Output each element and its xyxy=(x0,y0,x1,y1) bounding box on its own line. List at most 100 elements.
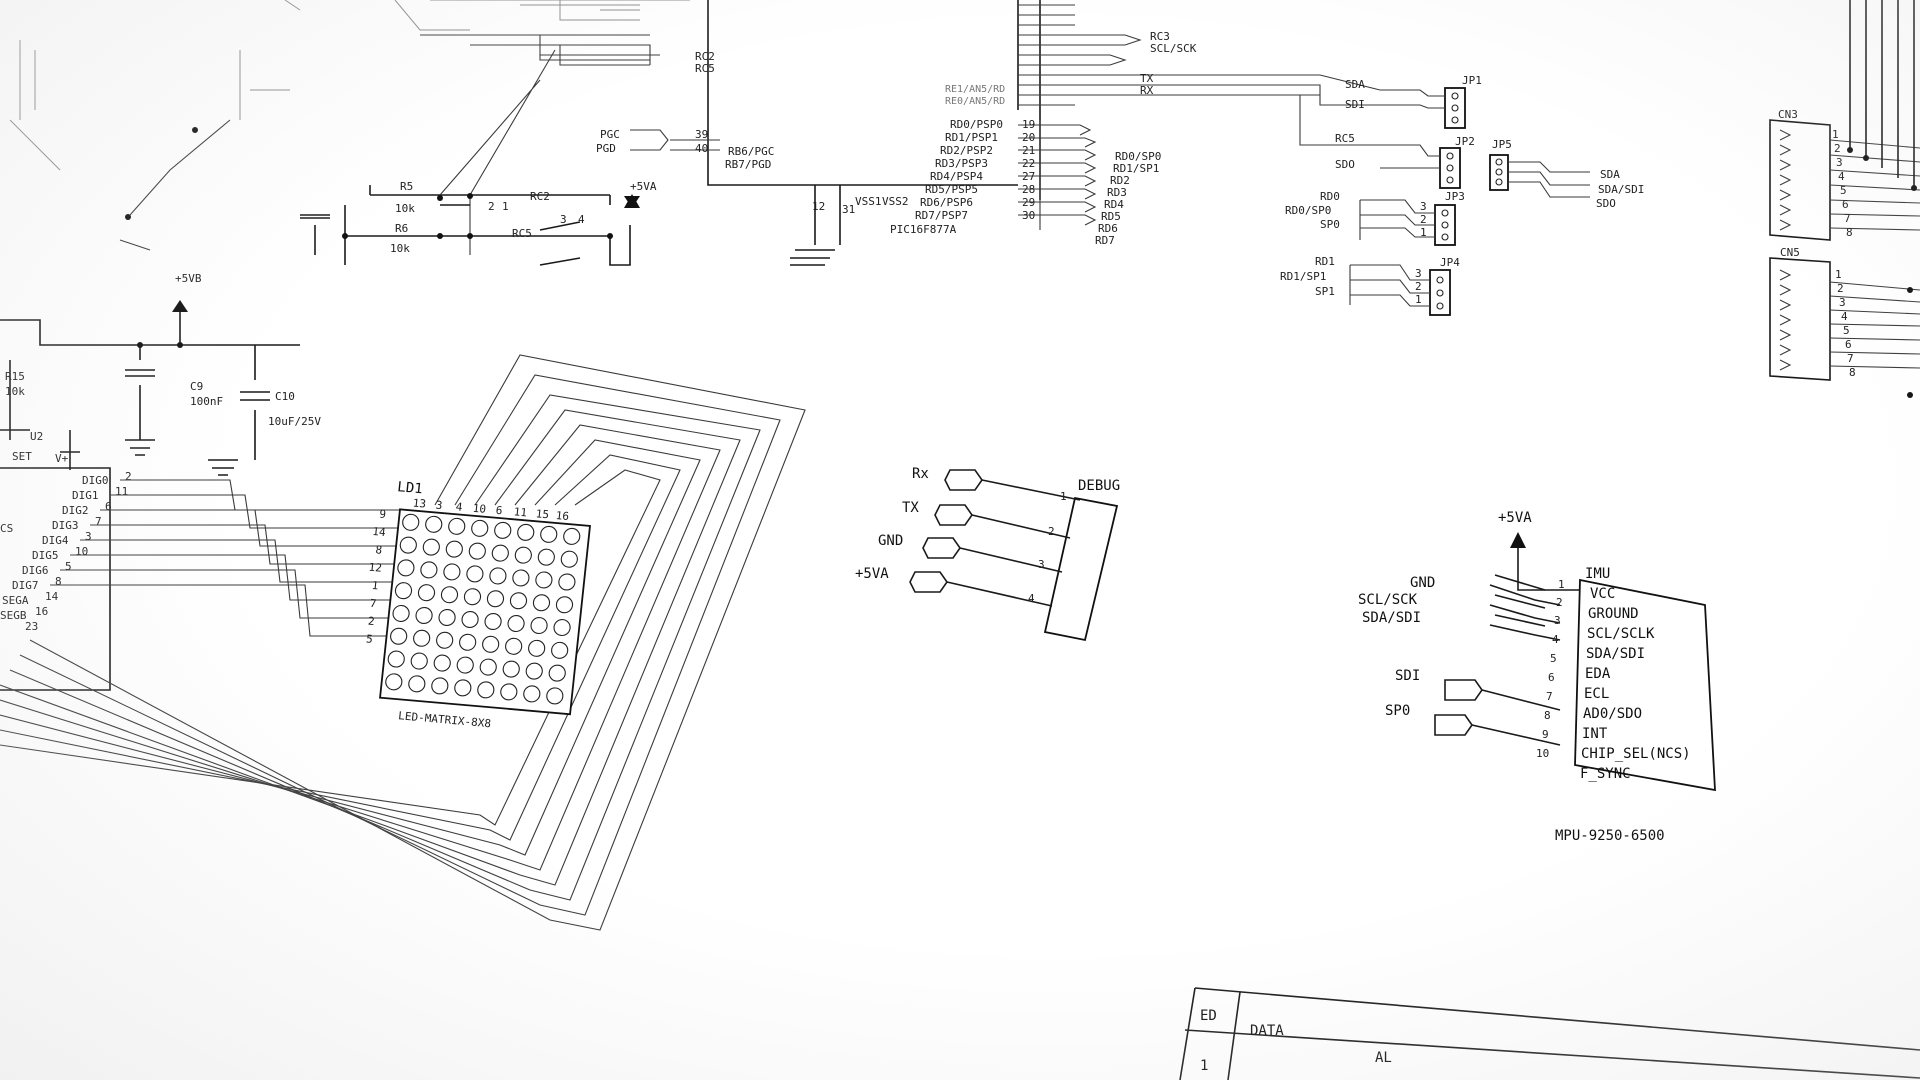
led-dot xyxy=(502,660,520,678)
led-dot xyxy=(546,687,564,705)
cn5-pin-2: 2 xyxy=(1837,282,1844,295)
r6-value: 10k xyxy=(390,242,410,255)
jp1-name: JP1 xyxy=(1462,74,1482,87)
led-dot xyxy=(505,637,523,655)
imu-pin-n-3: 4 xyxy=(1552,633,1559,646)
imu-pin-n-5: 6 xyxy=(1548,671,1555,684)
lm-top-pin-1: 3 xyxy=(435,499,443,512)
cn3-pin-5: 5 xyxy=(1840,184,1847,197)
c9-label: C9 xyxy=(190,380,203,393)
debug-pin-3: 3 xyxy=(1038,558,1045,571)
lm-left-pin-7: 5 xyxy=(365,632,373,645)
imu-pin-n-2: 3 xyxy=(1554,614,1561,627)
jp3-pin2: 2 xyxy=(1420,213,1427,226)
rd-left-5: RD5/PSP5 xyxy=(925,183,978,196)
lm-left-pin-5: 7 xyxy=(369,597,377,610)
jp3-pin3: 3 xyxy=(1420,200,1427,213)
lm-top-pin-6: 15 xyxy=(535,507,550,521)
imu-pin-name-9: CHIP_SEL(NCS) xyxy=(1581,746,1691,762)
cn5-pin-1: 1 xyxy=(1835,268,1842,281)
cn5-pin-7: 7 xyxy=(1847,352,1854,365)
led-dot xyxy=(553,619,571,637)
u2-cs-pin: CS xyxy=(0,522,13,535)
rd-pin-4: 27 xyxy=(1022,170,1035,183)
c10-value: 10uF/25V xyxy=(268,415,321,428)
dig-3: DIG3 xyxy=(52,519,79,532)
led-dot xyxy=(392,604,410,622)
matrix-row-wires xyxy=(50,479,400,637)
led-matrix-top-pins: 13 3 4 10 6 11 15 16 xyxy=(412,497,570,524)
led-dot xyxy=(443,563,461,581)
dig-pin-0: 2 xyxy=(125,470,132,483)
driver-supply-label: +5VB xyxy=(175,272,202,285)
cn3-pin-2: 2 xyxy=(1834,142,1841,155)
re1-label: RE1/AN5/RD xyxy=(945,84,1005,95)
cn3-pin-3: 3 xyxy=(1836,156,1843,169)
lm-top-pin-3: 10 xyxy=(472,502,487,516)
uart-tx: TX xyxy=(1140,72,1154,85)
vss1-label: VSS1 xyxy=(855,195,882,208)
led-matrix-ref: LD1 xyxy=(396,479,423,497)
led-dot xyxy=(486,590,505,608)
rd-pin-5: 28 xyxy=(1022,183,1035,196)
led-dot xyxy=(514,546,532,564)
imu-part: MPU-9250-6500 xyxy=(1555,828,1665,844)
led-dot xyxy=(438,608,456,626)
dig-pin-2: 6 xyxy=(105,500,112,513)
dig-5: DIG5 xyxy=(32,549,59,562)
u2-label: U2 xyxy=(30,430,43,443)
pgc-label: PGC xyxy=(600,128,620,141)
r5-label: R5 xyxy=(400,180,413,193)
led-matrix-body xyxy=(379,508,591,716)
pgd-label: PGD xyxy=(596,142,616,155)
led-dot xyxy=(410,652,428,670)
jp5-sda: SDA xyxy=(1600,168,1620,181)
led-dot xyxy=(479,658,497,676)
lm-top-pin-4: 6 xyxy=(495,504,503,517)
sw-rc5-label: RC5 xyxy=(512,227,532,240)
imu-pin-n-8: 9 xyxy=(1542,728,1549,741)
imu-net-sda: SDA/SDI xyxy=(1362,610,1421,626)
rd-left-labels: RD0/PSP0 RD1/PSP1 RD2/PSP2 RD3/PSP3 RD4/… xyxy=(915,118,1035,222)
imu-pin-name-3: SCL/SCLK xyxy=(1587,626,1655,642)
cn5-pins: 1 2 3 4 5 6 7 8 xyxy=(1835,268,1856,379)
seg-b: SEGB xyxy=(0,609,27,622)
jp4-sp1: SP1 xyxy=(1315,285,1335,298)
led-dot xyxy=(448,517,466,535)
led-dot xyxy=(408,675,426,693)
imu-net-sdi: SDI xyxy=(1395,668,1420,684)
led-dot xyxy=(394,582,413,600)
led-dot xyxy=(509,592,528,610)
title-block: ED DATA AL 1 xyxy=(1179,987,1920,1080)
led-dot xyxy=(463,588,482,606)
rb7-pgd: RB7/PGD xyxy=(725,158,771,171)
rd-pin-1: 20 xyxy=(1022,131,1035,144)
led-dot xyxy=(402,513,420,531)
title-ed: ED xyxy=(1200,1008,1217,1024)
rc2-label: RC2 xyxy=(695,50,715,63)
rd-right-5: RD5 xyxy=(1101,210,1121,223)
cn5-pin-4: 4 xyxy=(1841,310,1848,323)
connectors-right: CN3 CN5 1 2 3 4 5 6 7 8 1 2 3 4 5 6 7 8 xyxy=(1769,0,1920,398)
imu-pin-name-5: EDA xyxy=(1585,666,1611,682)
led-dot xyxy=(484,613,502,631)
reset-switch-block: R5 10k R6 10k RC2 RC5 +5VA 2 1 3 4 xyxy=(300,49,657,266)
dig-pin-4: 3 xyxy=(85,530,92,543)
rd-pin-7: 30 xyxy=(1022,209,1035,222)
dig-pin-3: 7 xyxy=(95,515,102,528)
rb6-pgc: RB6/PGC xyxy=(728,145,774,158)
rd-pin-0: 19 xyxy=(1022,118,1035,131)
cn5-pin-3: 3 xyxy=(1839,296,1846,309)
led-dot xyxy=(420,561,438,579)
uart-scl: SCL/SCK xyxy=(1150,42,1197,55)
led-dot xyxy=(468,542,486,560)
lm-top-pin-7: 16 xyxy=(555,509,570,523)
rd-left-3: RD3/PSP3 xyxy=(935,157,988,170)
cn3-pins: 1 2 3 4 5 6 7 8 xyxy=(1832,128,1853,239)
dig-2: DIG2 xyxy=(62,504,89,517)
vss1-pin: 12 xyxy=(812,200,825,213)
rd-left-7: RD7/PSP7 xyxy=(915,209,968,222)
led-dot xyxy=(422,538,440,556)
cn3-pin-8: 8 xyxy=(1846,226,1853,239)
dig-4: DIG4 xyxy=(42,534,69,547)
